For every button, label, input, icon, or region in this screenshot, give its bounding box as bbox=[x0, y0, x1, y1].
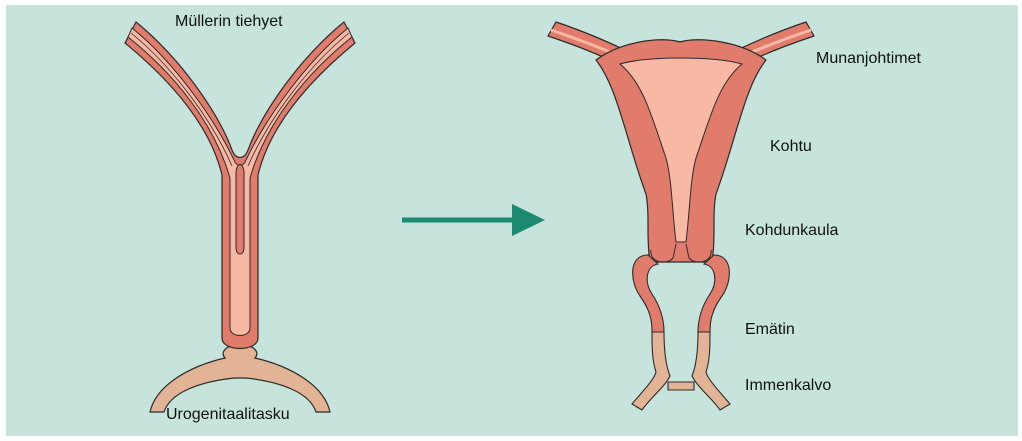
label-vagina: Emätin bbox=[745, 321, 795, 338]
duct-septum bbox=[236, 165, 244, 255]
transition-arrow bbox=[402, 204, 545, 236]
label-urogenital-sinus: Urogenitaalitasku bbox=[166, 406, 290, 423]
vagina-lower-right bbox=[692, 332, 730, 410]
label-mullerian-ducts: Müllerin tiehyet bbox=[175, 13, 283, 30]
label-hymen: Immenkalvo bbox=[745, 377, 831, 394]
hymen bbox=[668, 382, 694, 390]
label-fallopian-tubes: Munanjohtimet bbox=[816, 50, 922, 67]
vagina-lower-left bbox=[632, 332, 670, 410]
urogenital-sinus-shape bbox=[150, 343, 330, 412]
label-cervix: Kohdunkaula bbox=[745, 222, 839, 239]
vagina-upper-wall bbox=[633, 255, 664, 332]
label-uterus: Kohtu bbox=[770, 138, 812, 155]
uterus-figure bbox=[548, 22, 814, 410]
mullerian-ducts-figure bbox=[125, 22, 355, 412]
vagina-upper-wall-right bbox=[698, 255, 729, 332]
